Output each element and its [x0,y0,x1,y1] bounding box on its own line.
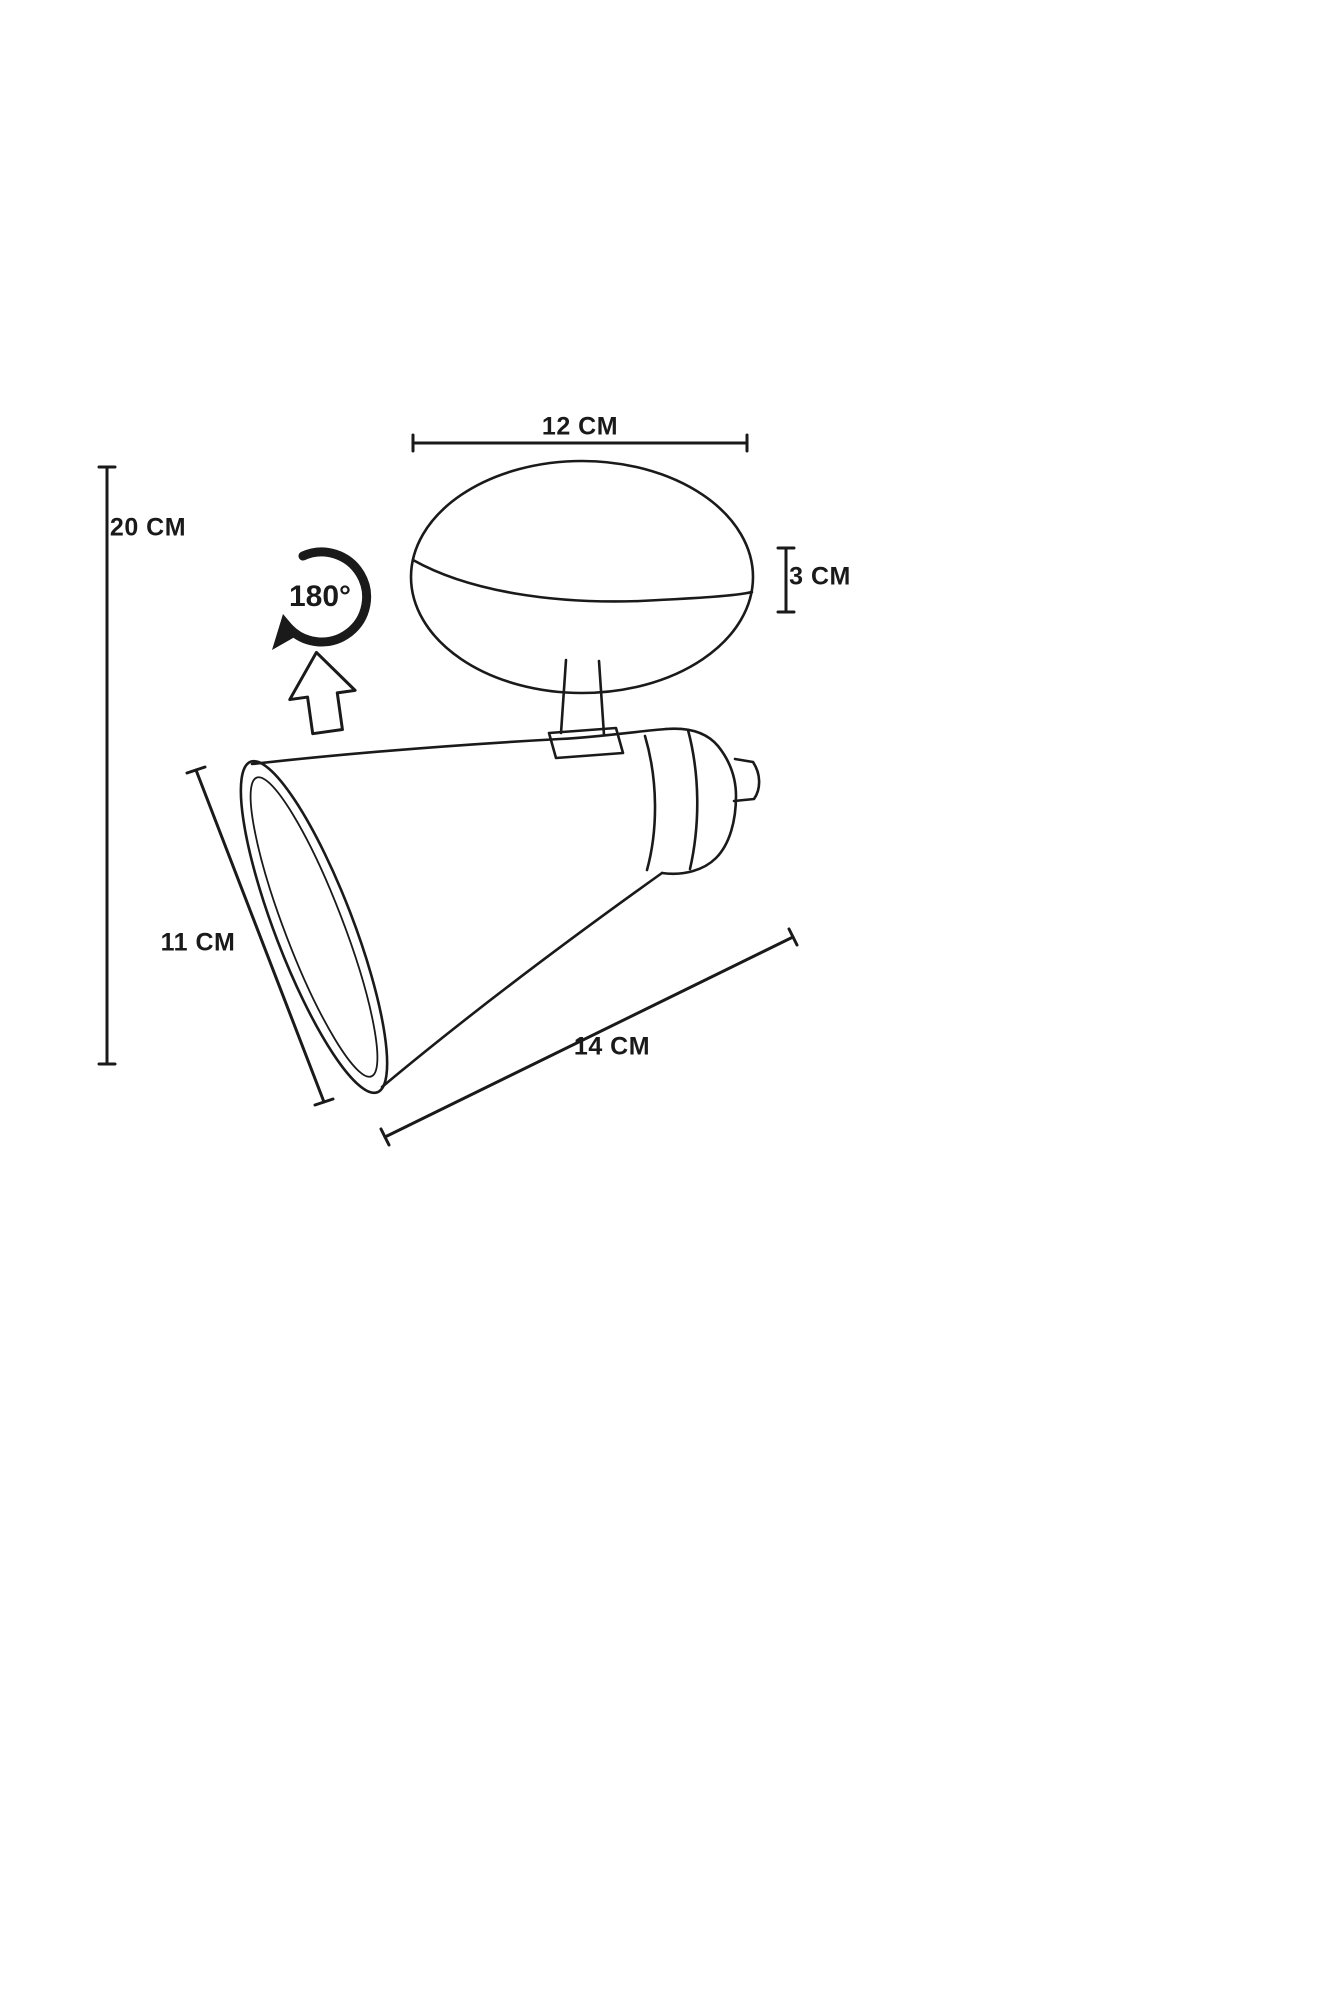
dimension-line-top-width [411,433,749,453]
shade-top-edge [250,727,668,766]
label-canopy-depth: 3 CM [789,562,851,591]
stem-left-edge [559,658,568,735]
shade-mouth-outer-rim [239,759,389,1095]
label-rotation-angle: 180° [288,580,352,613]
label-shade-diameter: 11 CM [160,928,236,957]
rotation-symbol [272,547,372,736]
canopy-seam [411,558,754,603]
dimension-line-overall-depth [379,927,799,1147]
label-overall-depth: 14 CM [573,1032,651,1061]
label-overall-height: 20 CM [109,513,187,542]
canopy-outline [409,459,755,695]
rotation-arrowhead-icon [272,614,300,650]
hinge-bracket [547,726,625,760]
dimension-line-shade-diameter [185,765,335,1107]
up-arrow-icon [288,650,357,736]
dimension-line-canopy-depth [776,546,796,614]
stem-right-edge [597,659,606,737]
shade-mouth-inner-rim [249,776,379,1078]
dimension-line-overall-height [97,465,117,1066]
shade-bottom-edge [380,871,664,1089]
label-top-width: 12 CM [541,412,619,441]
rotation-arc-icon [284,547,372,647]
lamp-fixture-drawing [239,459,761,1095]
socket-outline [660,727,738,876]
socket-seam-2 [686,728,699,871]
socket-seam-1 [643,734,657,872]
socket-knob [732,757,761,803]
